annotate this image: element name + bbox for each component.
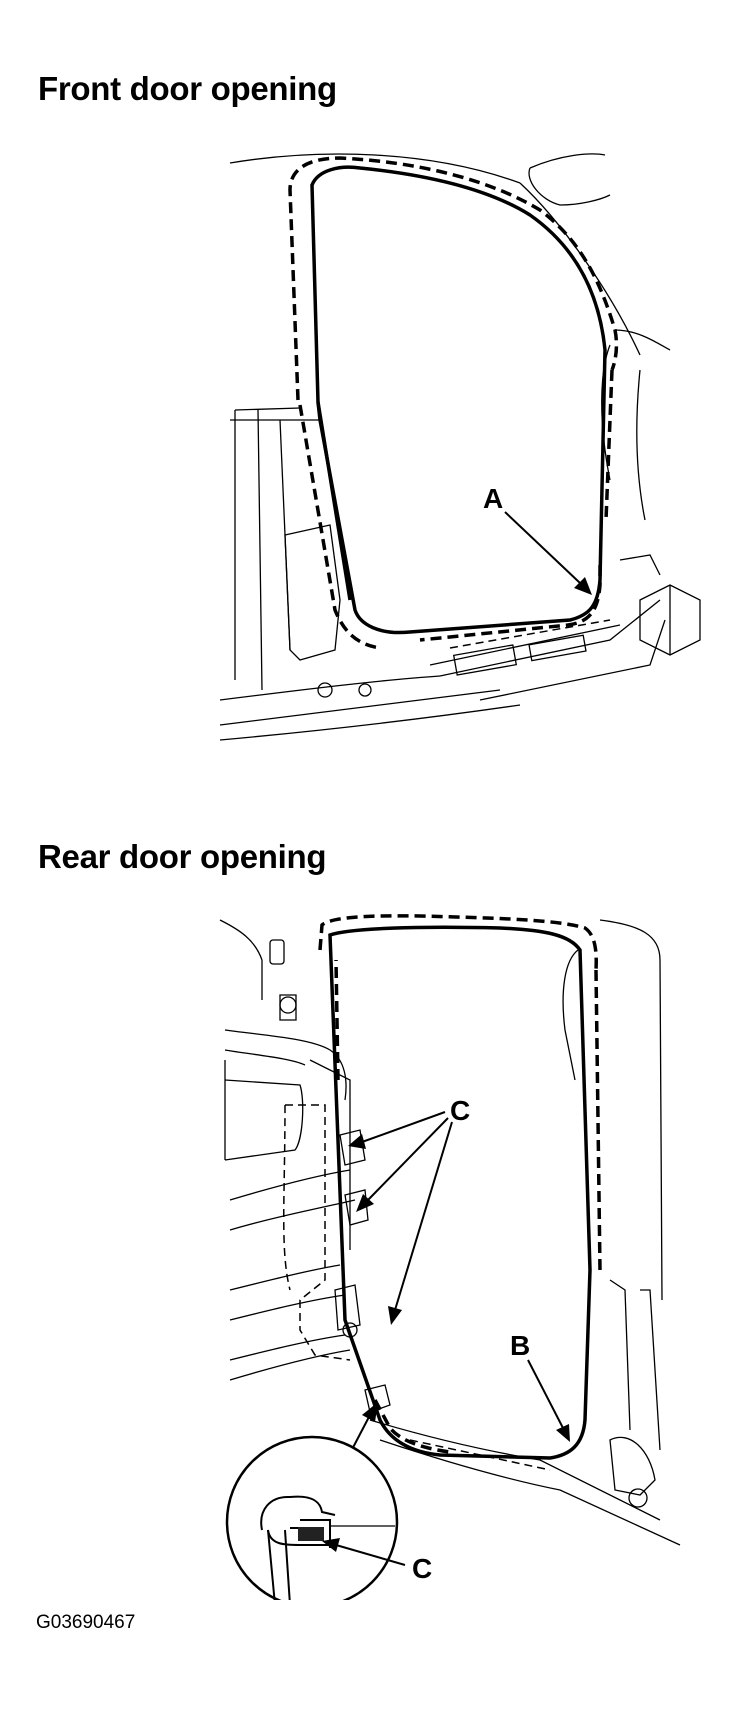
front-door-opening-diagram: A <box>219 153 701 741</box>
figure-id: G03690467 <box>36 1612 136 1633</box>
callout-b: B <box>510 1330 530 1361</box>
front-door-opening-title: Front door opening <box>38 70 337 107</box>
callout-c: C <box>450 1095 470 1126</box>
seal-detail-inset <box>225 1435 399 1600</box>
rear-door-opening-title: Rear door opening <box>38 838 327 875</box>
callout-a: A <box>483 483 503 514</box>
rear-door-opening-diagram: B C C <box>219 914 681 1600</box>
callout-c-detail: C <box>412 1553 432 1584</box>
